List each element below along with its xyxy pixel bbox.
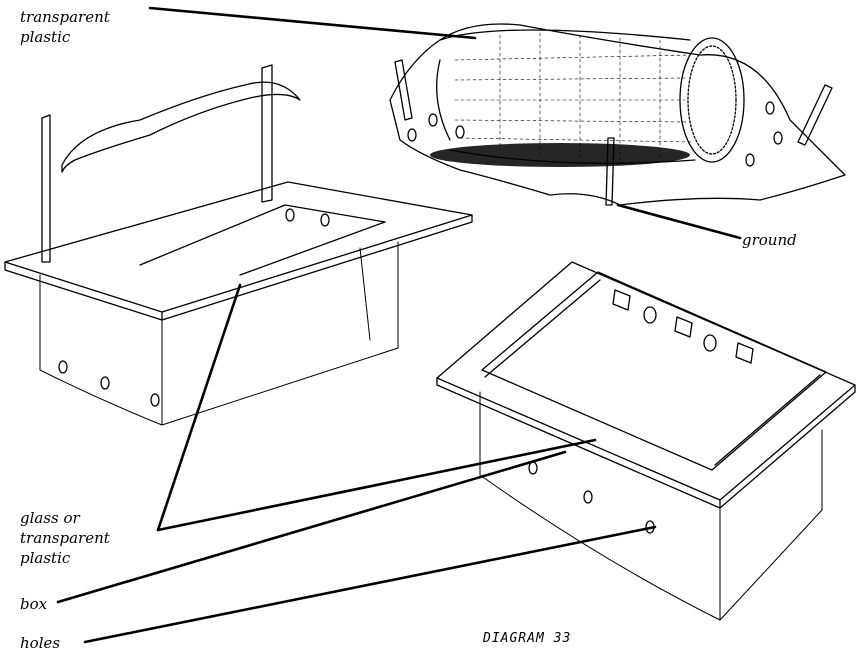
- cylinder-trap: [389, 23, 846, 206]
- leader-box: [56, 450, 567, 604]
- label-transparent-plastic: transparent plastic: [20, 7, 110, 47]
- cover-holes: [407, 101, 783, 167]
- label-line: plastic: [20, 28, 71, 46]
- inner-box-lip: [484, 279, 821, 466]
- leader-ground: [616, 203, 742, 240]
- hinge-tabs: [612, 289, 754, 364]
- box-body-right: [479, 391, 823, 621]
- label-line: glass or: [20, 509, 80, 527]
- cylinder-mesh-rim: [687, 45, 737, 155]
- post-left: [41, 114, 51, 263]
- leader-lines: [56, 6, 742, 644]
- glass-top-right: [436, 261, 856, 501]
- box-holes-left: [58, 208, 330, 407]
- post-right: [261, 64, 273, 203]
- leader-glass-right: [156, 438, 597, 532]
- left-box: [4, 64, 473, 426]
- shadow: [430, 143, 690, 167]
- inner-box-edge-left: [139, 204, 386, 276]
- right-box: [436, 261, 856, 621]
- cylinder-opening: [679, 37, 745, 163]
- cylinder-mesh: [454, 32, 693, 161]
- diagram-caption: DIAGRAM 33: [483, 631, 572, 646]
- leader-glass-left: [156, 283, 242, 532]
- label-holes: holes: [20, 634, 61, 652]
- cylinder-back-end: [436, 59, 451, 141]
- box-holes-right: [528, 306, 717, 534]
- label-box: box: [20, 595, 48, 613]
- ground-cover: [389, 23, 846, 206]
- label-ground: ground: [742, 231, 797, 249]
- stakes: [394, 59, 833, 206]
- label-line: transparent: [20, 529, 110, 547]
- leader-transparent-plastic: [148, 6, 477, 40]
- plastic-sheet: [61, 81, 301, 173]
- label-line: transparent: [20, 8, 110, 26]
- label-glass-or-transparent-plastic: glass or transparent plastic: [20, 508, 110, 568]
- leader-holes: [83, 525, 657, 644]
- box-body-left: [39, 241, 399, 426]
- glass-top-edge: [4, 214, 473, 321]
- label-line: plastic: [20, 549, 71, 567]
- inner-box-edge: [481, 271, 827, 471]
